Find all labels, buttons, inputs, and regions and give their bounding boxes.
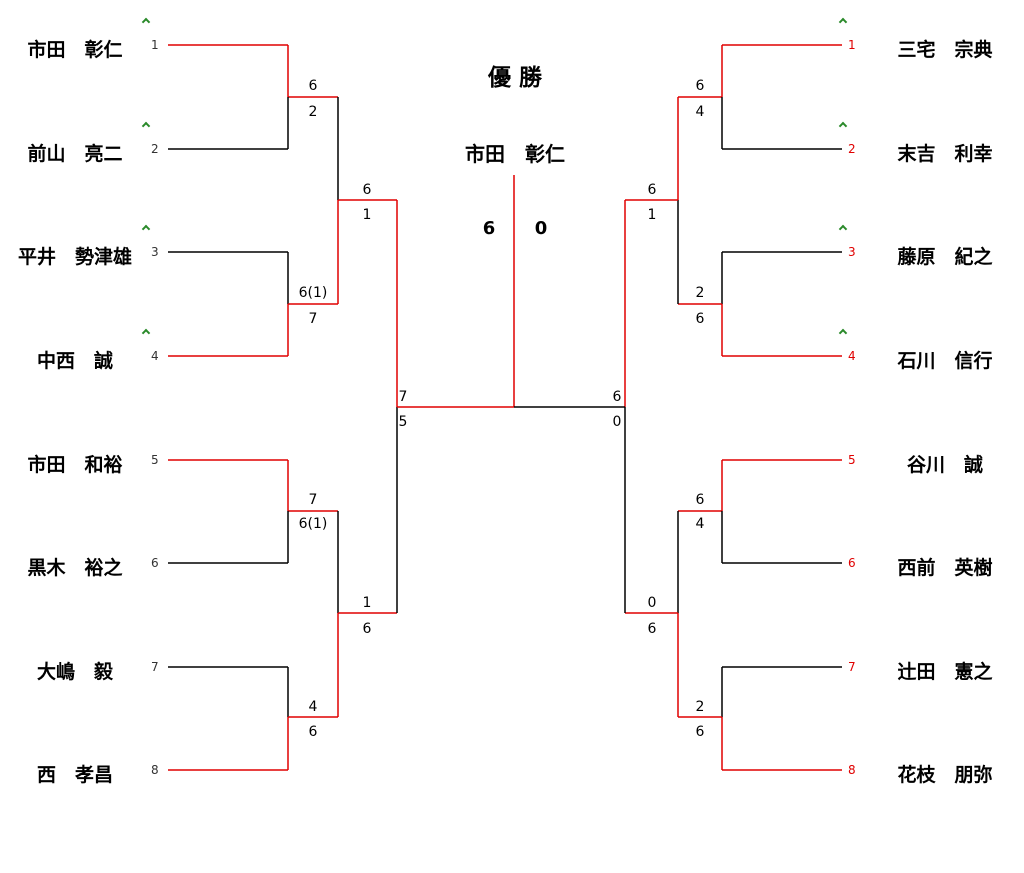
right-seed: 4 <box>848 349 856 363</box>
right-r2-score-bottom: 1 <box>647 207 657 223</box>
left-player-name: 大嶋 毅 <box>36 661 113 683</box>
right-r2-score-top: 6 <box>647 182 657 198</box>
left-seed: 2 <box>151 142 159 156</box>
left-r3-score-bottom: 5 <box>398 414 408 430</box>
left-r1-score-bottom: 6(1) <box>298 516 328 532</box>
left-seed: 4 <box>151 349 159 363</box>
right-player-name: 辻田 憲之 <box>897 661 993 683</box>
right-player-name: 石川 信行 <box>897 350 993 372</box>
left-player-name: 市田 彰仁 <box>27 39 123 61</box>
left-seed: 1 <box>151 38 159 52</box>
right-player-name: 三宅 宗典 <box>897 39 993 61</box>
left-player-name: 平井 勢津雄 <box>17 246 132 268</box>
right-player-name: 藤原 紀之 <box>897 246 993 268</box>
final-score-right: 0 <box>534 218 548 239</box>
champion-title: 優 勝 <box>487 65 542 91</box>
left-r2-score-top: 1 <box>362 595 372 611</box>
right-seed: 3 <box>848 245 856 259</box>
left-seed: 8 <box>151 763 159 777</box>
left-player-name: 中西 誠 <box>36 350 113 372</box>
final-score-left: 6 <box>482 218 496 239</box>
right-player-name: 花枝 朋弥 <box>897 764 993 786</box>
left-seed: 3 <box>151 245 159 259</box>
right-seed: 8 <box>848 763 856 777</box>
right-r1-score-bottom: 4 <box>695 104 705 120</box>
right-r1-score-top: 2 <box>695 699 705 715</box>
right-seed: 6 <box>848 556 856 570</box>
right-player-name: 谷川 誠 <box>906 454 983 476</box>
left-player-name: 黒木 裕之 <box>27 557 123 579</box>
right-r2-score-bottom: 6 <box>647 621 657 637</box>
left-player-name: 西 孝昌 <box>36 764 113 786</box>
right-seed: 1 <box>848 38 856 52</box>
left-r1-score-top: 6 <box>308 78 318 94</box>
left-seed: 7 <box>151 660 159 674</box>
right-r1-score-top: 6 <box>695 492 705 508</box>
left-player-name: 前山 亮二 <box>27 143 123 165</box>
right-r1-score-bottom: 6 <box>695 311 705 327</box>
left-seed: 5 <box>151 453 159 467</box>
left-r3-score-top: 7 <box>398 389 408 405</box>
right-r1-score-top: 6 <box>695 78 705 94</box>
right-player-name: 西前 英樹 <box>897 557 993 579</box>
left-seed: 6 <box>151 556 159 570</box>
right-r3-score-bottom: 0 <box>612 414 622 430</box>
left-r2-score-top: 6 <box>362 182 372 198</box>
left-r1-score-bottom: 2 <box>308 104 318 120</box>
right-r1-score-top: 2 <box>695 285 705 301</box>
left-r2-score-bottom: 6 <box>362 621 372 637</box>
right-seed: 5 <box>848 453 856 467</box>
right-r1-score-bottom: 6 <box>695 724 705 740</box>
left-r1-score-bottom: 6 <box>308 724 318 740</box>
left-r1-score-top: 6(1) <box>298 285 328 301</box>
right-seed: 7 <box>848 660 856 674</box>
left-r1-score-bottom: 7 <box>308 311 318 327</box>
right-r3-score-top: 6 <box>612 389 622 405</box>
champion-name: 市田 彰仁 <box>465 142 565 166</box>
right-r2-score-top: 0 <box>647 595 657 611</box>
left-player-name: 市田 和裕 <box>27 454 123 476</box>
right-player-name: 末吉 利幸 <box>897 143 993 165</box>
right-r1-score-bottom: 4 <box>695 516 705 532</box>
right-seed: 2 <box>848 142 856 156</box>
left-r2-score-bottom: 1 <box>362 207 372 223</box>
left-r1-score-top: 7 <box>308 492 318 508</box>
left-r1-score-top: 4 <box>308 699 318 715</box>
